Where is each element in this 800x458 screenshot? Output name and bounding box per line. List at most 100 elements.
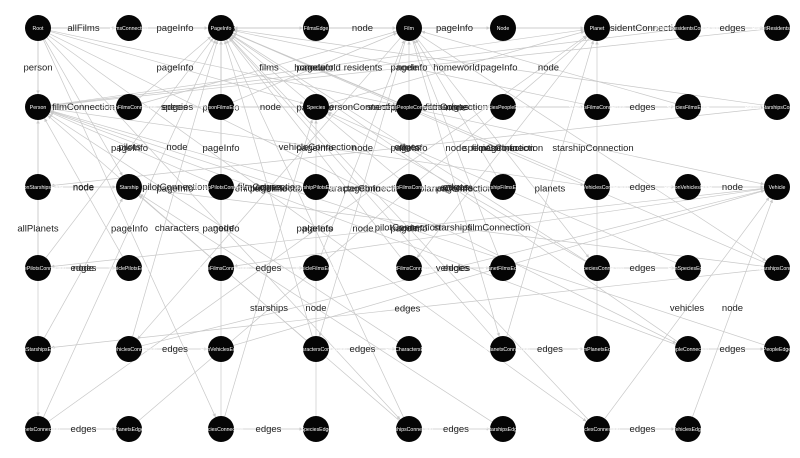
edge-film-to-film-species-connection	[416, 37, 590, 259]
edge-label: planets	[302, 224, 333, 235]
node-person-films-edge[interactable]: PersonFilmsEdge	[201, 94, 242, 120]
node-circle	[584, 416, 610, 442]
node-species-edge[interactable]: SpeciesEdge	[301, 416, 332, 442]
node-root[interactable]: Root	[25, 15, 51, 41]
node-label: PersonFilmsConnection	[101, 105, 156, 111]
node-film-starships-edge[interactable]: FilmStarshipsEdge	[16, 336, 60, 362]
edge-label: node	[352, 143, 373, 154]
node-planet[interactable]: Planet	[584, 15, 610, 41]
node-planet-residents-connection[interactable]: PlanetResidentsConnection	[656, 15, 720, 41]
node-film-species-connection[interactable]: FilmSpeciesConnection	[570, 255, 625, 281]
node-species[interactable]: Species	[303, 94, 329, 120]
node-label: FilmStarshipsEdge	[16, 347, 60, 353]
node-species-people-edge[interactable]: SpeciesPeopleEdge	[480, 94, 527, 120]
edge-label: pageInfo	[344, 184, 381, 195]
node-planet-films-edge[interactable]: PlanetFilmsEdge	[483, 255, 523, 281]
node-circle	[208, 174, 234, 200]
node-circle	[303, 15, 329, 41]
node-vehicles-connection[interactable]: VehiclesConnection	[574, 416, 620, 442]
node-starships-connection[interactable]: StarshipsConnection	[385, 416, 433, 442]
node-person[interactable]: Person	[25, 94, 51, 120]
node-species-films-edge[interactable]: SpeciesFilmsEdge	[667, 94, 710, 120]
edge-label: speciesConnection	[463, 143, 543, 154]
edge-label: pilotConnection	[142, 182, 208, 193]
edge-film-to-film-planets-connection	[412, 40, 500, 337]
edge-label: edges	[443, 102, 469, 113]
node-person-starships-edge[interactable]: PersonStarshipsEdge	[13, 174, 63, 200]
node-planets-edge[interactable]: PlanetsEdge	[114, 416, 144, 442]
edge-label: node	[722, 182, 743, 193]
node-label: PlanetResidentsConnection	[656, 26, 720, 32]
node-circle	[303, 94, 329, 120]
node-starship-pilots-edge[interactable]: StarshipPilotsEdge	[294, 174, 338, 200]
node-species-films-connection[interactable]: SpeciesFilmsConnection	[568, 94, 626, 120]
node-people-connection[interactable]: PeopleConnection	[667, 336, 710, 362]
node-film-vehicles-edge[interactable]: FilmVehiclesEdge	[200, 336, 242, 362]
node-circle	[584, 255, 610, 281]
node-planet-films-connection[interactable]: PlanetFilmsConnection	[382, 255, 436, 281]
node-film-species-edge[interactable]: FilmSpeciesEdge	[668, 255, 708, 281]
edge-label: edges	[630, 263, 656, 274]
node-label: VehiclePilotsConnection	[10, 266, 66, 272]
node-label: VehiclesConnection	[574, 427, 620, 433]
node-circle	[25, 416, 51, 442]
node-starship-films-connection[interactable]: StarshipFilmsConnection	[380, 174, 438, 200]
node-circle	[396, 336, 422, 362]
node-label: VehiclesEdge	[672, 427, 704, 433]
node-film-characters-edge[interactable]: FilmCharactersEdge	[385, 336, 433, 362]
edge-label: pageInfo	[297, 224, 334, 235]
node-starship-pilots-connection[interactable]: StarshipPilotsConnection	[192, 174, 250, 200]
node-vehicle-pilots-edge[interactable]: VehiclePilotsEdge	[108, 255, 150, 281]
node-vehicles-edge[interactable]: VehiclesEdge	[672, 416, 704, 442]
node-label: PersonVehiclesEdge	[664, 185, 712, 191]
edge-label: edges	[395, 142, 421, 153]
node-vehicle-films-edge[interactable]: VehicleFilmsEdge	[295, 255, 337, 281]
edge-label: node	[397, 223, 418, 234]
edge-label: edges	[443, 182, 469, 193]
node-film[interactable]: Film	[396, 15, 422, 41]
node-planet-residents-edge[interactable]: PlanetResidentsEdge	[752, 15, 800, 41]
node-films-edge[interactable]: FilmsEdge	[303, 15, 329, 41]
node-vehicle[interactable]: Vehicle	[764, 174, 790, 200]
node-circle	[116, 255, 142, 281]
node-people-edge[interactable]: PeopleEdge	[763, 336, 791, 362]
edge-label: edges	[720, 344, 746, 355]
node-circle	[490, 94, 516, 120]
node-starship-films-edge[interactable]: StarshipFilmsEdge	[481, 174, 525, 200]
edge-label: vehicles	[670, 303, 705, 314]
edge-film-planets-connection-to-page-info	[229, 37, 495, 340]
node-node[interactable]: Node	[490, 15, 516, 41]
node-planets-connection[interactable]: PlanetsConnection	[16, 416, 60, 442]
edge-film-to-film-starships-connection	[419, 34, 767, 262]
node-film-planets-connection[interactable]: FilmPlanetsConnection	[476, 336, 530, 362]
node-starship[interactable]: Starship	[116, 174, 142, 200]
edge-vehicle-pilots-connection-to-page-info	[45, 38, 214, 258]
node-films-connection[interactable]: FilmsConnection	[110, 15, 149, 41]
node-circle	[764, 15, 790, 41]
node-person-starships-connection[interactable]: PersonStarshipsConnection	[745, 94, 800, 120]
node-person-vehicles-connection[interactable]: PersonVehiclesConnection	[566, 174, 628, 200]
node-label: PlanetResidentsEdge	[752, 26, 800, 32]
node-circle	[303, 255, 329, 281]
node-vehicle-films-connection[interactable]: VehicleFilmsConnection	[193, 255, 249, 281]
node-person-films-connection[interactable]: PersonFilmsConnection	[101, 94, 157, 120]
node-page-info[interactable]: PageInfo	[208, 15, 234, 41]
node-label: FilmsEdge	[304, 26, 329, 32]
node-species-connection[interactable]: SpeciesConnection	[199, 416, 244, 442]
node-vehicle-pilots-connection[interactable]: VehiclePilotsConnection	[10, 255, 66, 281]
node-circle	[25, 15, 51, 41]
node-circle	[584, 336, 610, 362]
node-species-people-connection[interactable]: SpeciesPeopleConnection	[379, 94, 440, 120]
node-label: PlanetsEdge	[114, 427, 144, 433]
node-label: VehicleFilmsConnection	[193, 266, 248, 272]
edge-starship-films-edge-to-film	[415, 39, 497, 176]
node-circle	[490, 174, 516, 200]
node-film-characters-connection[interactable]: FilmCharactersConnection	[285, 336, 347, 362]
edge-label: node	[73, 183, 94, 194]
edge-film-characters-connection-to-page-info	[224, 40, 313, 337]
node-film-vehicles-connection[interactable]: FilmVehiclesConnection	[101, 336, 157, 362]
node-person-vehicles-edge[interactable]: PersonVehiclesEdge	[664, 174, 712, 200]
node-film-starships-connection[interactable]: FilmStarshipsConnection	[748, 255, 800, 281]
node-starships-edge[interactable]: StarshipsEdge	[486, 416, 520, 442]
node-film-planets-edge[interactable]: FilmPlanetsEdge	[577, 336, 617, 362]
